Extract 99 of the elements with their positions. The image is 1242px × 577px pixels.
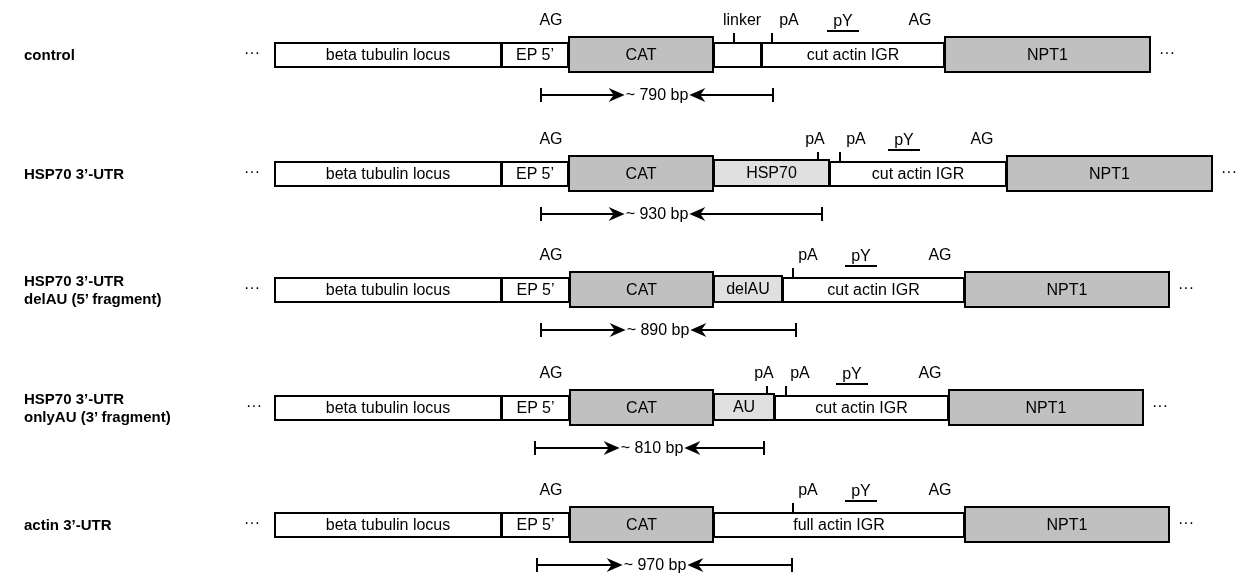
segment-label: CAT bbox=[626, 516, 657, 533]
coding-region-box bbox=[568, 155, 714, 192]
size-label: ~ 890 bp bbox=[626, 322, 690, 338]
segment-label: HSP70 bbox=[746, 165, 797, 181]
segment-label: NPT1 bbox=[1025, 399, 1067, 416]
segment-label: full actin IGR bbox=[793, 517, 885, 533]
continuation-dots: ··· bbox=[1221, 164, 1237, 180]
continuation-dots: ··· bbox=[244, 515, 260, 531]
coding-region-box bbox=[964, 271, 1170, 308]
site-label: pA bbox=[798, 247, 818, 263]
segment-label: cut actin IGR bbox=[806, 47, 900, 63]
gene-segment-box bbox=[782, 277, 965, 303]
construct-name: HSP70 3’-UTR onlyAU (3’ fragment) bbox=[24, 390, 172, 426]
gene-segment-box bbox=[274, 42, 502, 68]
site-label: AG bbox=[539, 365, 563, 381]
coding-region-box bbox=[964, 506, 1170, 543]
segment-label: EP 5’ bbox=[516, 166, 554, 182]
gene-segment-box bbox=[274, 161, 502, 187]
segment-label: NPT1 bbox=[1027, 46, 1068, 63]
site-label: pY bbox=[845, 483, 877, 502]
site-label: AG bbox=[970, 131, 994, 147]
site-label: AG bbox=[539, 482, 563, 498]
site-label: AG bbox=[539, 12, 563, 28]
utr-fragment-box bbox=[713, 159, 830, 187]
site-label: pA bbox=[805, 131, 825, 147]
gene-segment-box bbox=[761, 42, 945, 68]
segment-label: EP 5’ bbox=[516, 517, 555, 533]
size-label: ~ 810 bp bbox=[620, 440, 684, 456]
site-label: pA bbox=[846, 131, 866, 147]
size-label: ~ 930 bp bbox=[625, 206, 689, 222]
construct-name: HSP70 3’-UTR delAU (5’ fragment) bbox=[24, 272, 163, 308]
segment-label: delAU bbox=[726, 281, 770, 297]
construct-name: actin 3’-UTR bbox=[24, 516, 112, 534]
segment-label: NPT1 bbox=[1046, 516, 1088, 533]
gene-segment-box bbox=[501, 512, 570, 538]
coding-region-box bbox=[944, 36, 1151, 73]
site-label: AG bbox=[539, 247, 563, 263]
segment-label: EP 5’ bbox=[516, 47, 554, 63]
utr-fragment-box bbox=[713, 393, 775, 421]
gene-segment-box bbox=[501, 42, 569, 68]
gene-segment-box bbox=[501, 277, 570, 303]
continuation-dots: ··· bbox=[246, 398, 262, 414]
segment-label: CAT bbox=[625, 165, 657, 182]
segment-label: beta tubulin locus bbox=[325, 517, 451, 533]
coding-region-box bbox=[569, 389, 714, 426]
segment-label: cut actin IGR bbox=[827, 282, 920, 298]
gene-segment-box bbox=[274, 277, 502, 303]
site-label: pY bbox=[888, 132, 920, 151]
size-label: ~ 970 bp bbox=[623, 557, 687, 573]
gene-segment-box bbox=[274, 512, 502, 538]
continuation-dots: ··· bbox=[1159, 45, 1175, 61]
site-label: linker bbox=[722, 12, 762, 28]
coding-region-box bbox=[1006, 155, 1213, 192]
continuation-dots: ··· bbox=[244, 164, 260, 180]
coding-region-box bbox=[569, 271, 714, 308]
site-label: pA bbox=[779, 12, 799, 28]
continuation-dots: ··· bbox=[1178, 280, 1194, 296]
segment-label: EP 5’ bbox=[516, 282, 555, 298]
utr-fragment-box bbox=[713, 275, 783, 303]
coding-region-box bbox=[569, 506, 714, 543]
segment-label: CAT bbox=[625, 46, 657, 63]
continuation-dots: ··· bbox=[1178, 515, 1194, 531]
segment-label: NPT1 bbox=[1046, 281, 1088, 298]
segment-label: EP 5’ bbox=[516, 400, 555, 416]
gene-segment-box bbox=[774, 395, 949, 421]
segment-label: beta tubulin locus bbox=[325, 166, 451, 182]
coding-region-box bbox=[568, 36, 714, 73]
site-label: pY bbox=[845, 248, 877, 267]
gene-segment-box bbox=[274, 395, 502, 421]
gene-segment-box bbox=[501, 395, 570, 421]
continuation-dots: ··· bbox=[244, 280, 260, 296]
construct-name: control bbox=[24, 46, 75, 64]
segment-label: beta tubulin locus bbox=[325, 282, 451, 298]
segment-label: cut actin IGR bbox=[815, 400, 908, 416]
segment-label: cut actin IGR bbox=[871, 166, 965, 182]
continuation-dots: ··· bbox=[244, 45, 260, 61]
segment-label: beta tubulin locus bbox=[325, 400, 451, 416]
segment-label: CAT bbox=[626, 281, 657, 298]
linker-box bbox=[713, 42, 762, 68]
site-label: AG bbox=[928, 482, 952, 498]
segment-label: beta tubulin locus bbox=[325, 47, 451, 63]
gene-segment-box bbox=[713, 512, 965, 538]
coding-region-box bbox=[948, 389, 1144, 426]
site-label: AG bbox=[908, 12, 932, 28]
segment-label: CAT bbox=[626, 399, 657, 416]
size-label: ~ 790 bp bbox=[625, 87, 689, 103]
construct-name: HSP70 3’-UTR bbox=[24, 165, 125, 183]
site-label: AG bbox=[539, 131, 563, 147]
site-label: pY bbox=[836, 366, 868, 385]
segment-label: AU bbox=[732, 399, 756, 415]
site-label: pY bbox=[827, 13, 859, 32]
site-label: pA bbox=[790, 365, 810, 381]
continuation-dots: ··· bbox=[1152, 398, 1168, 414]
segment-label: NPT1 bbox=[1089, 165, 1130, 182]
site-label: AG bbox=[918, 365, 942, 381]
site-label: AG bbox=[928, 247, 952, 263]
gene-segment-box bbox=[829, 161, 1007, 187]
gene-segment-box bbox=[501, 161, 569, 187]
site-label: pA bbox=[754, 365, 774, 381]
